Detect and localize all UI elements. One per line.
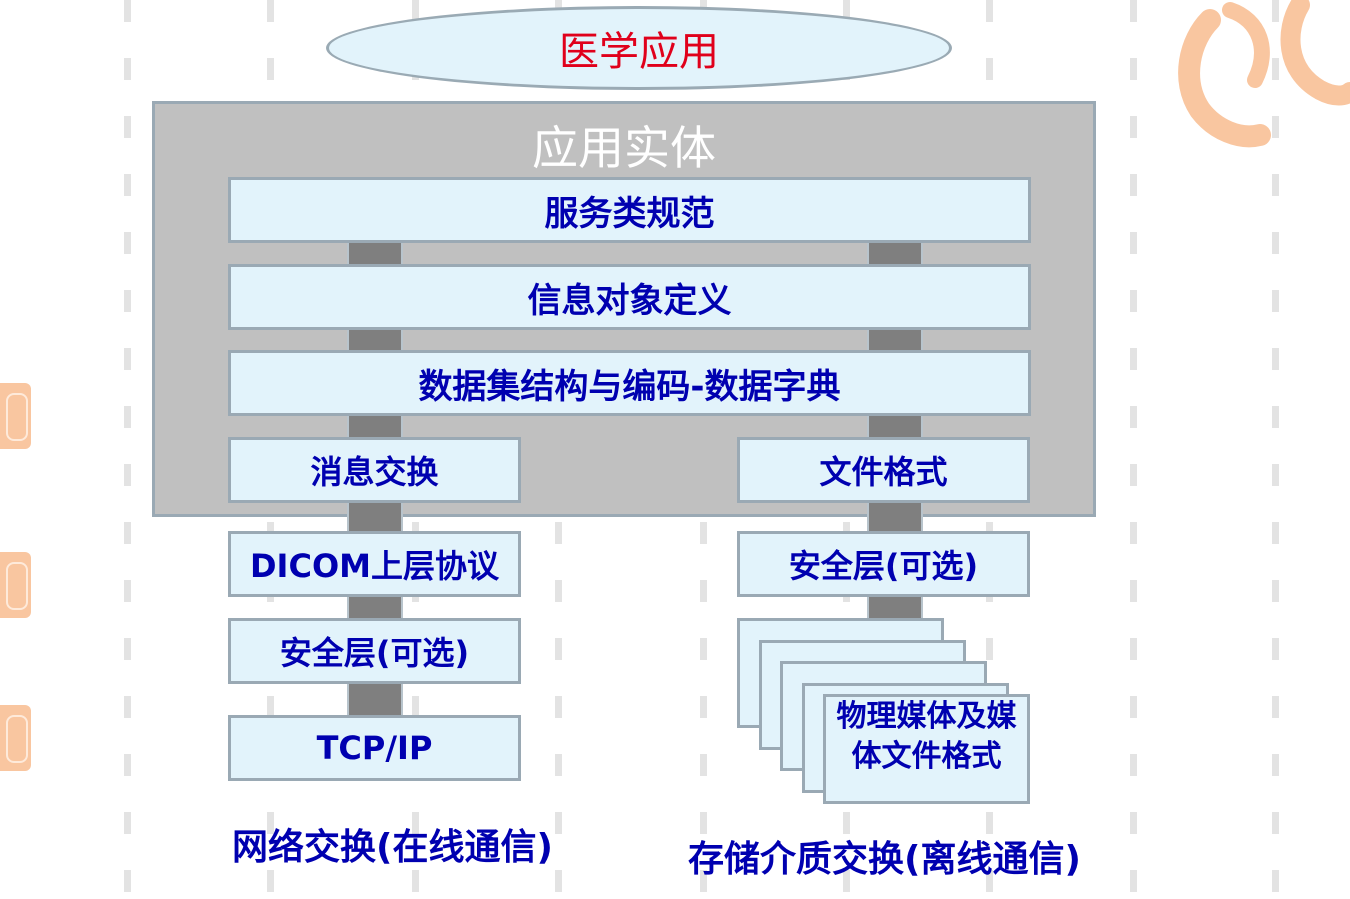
information-object-definition-box: 信息对象定义 — [228, 264, 1031, 330]
physical-media-label: 物理媒体及媒体文件格式 — [836, 699, 1017, 774]
connector — [867, 416, 923, 437]
information-object-definition-label: 信息对象定义 — [527, 280, 732, 321]
network-exchange-caption: 网络交换(在线通信) — [232, 827, 553, 868]
dataset-encoding-label: 数据集结构与编码-数据字典 — [418, 366, 841, 407]
connector — [867, 503, 923, 531]
network-security-layer-box: 安全层(可选) — [228, 618, 521, 684]
dataset-encoding-box: 数据集结构与编码-数据字典 — [228, 350, 1031, 416]
message-exchange-box: 消息交换 — [228, 437, 521, 503]
network-security-layer-label: 安全层(可选) — [279, 634, 470, 672]
message-exchange-label: 消息交换 — [310, 453, 439, 491]
media-exchange-caption: 存储介质交换(离线通信) — [688, 839, 1081, 880]
connector — [867, 597, 923, 618]
background-dash-line — [1272, 0, 1279, 899]
file-format-box: 文件格式 — [737, 437, 1030, 503]
physical-media-box: 物理媒体及媒体文件格式 — [823, 694, 1030, 804]
connector — [347, 243, 403, 264]
connector — [347, 330, 403, 350]
file-format-label: 文件格式 — [819, 453, 948, 491]
connector — [347, 416, 403, 437]
media-security-layer-box: 安全层(可选) — [737, 531, 1030, 597]
tcp-ip-box: TCP/IP — [228, 715, 521, 781]
medical-application-label: 医学应用 — [559, 29, 719, 75]
medical-application-node: 医学应用 — [326, 6, 952, 90]
dicom-upper-layer-label: DICOM上层协议 — [249, 547, 499, 585]
connector — [347, 503, 403, 531]
background-dash-line — [124, 0, 131, 899]
decorative-seal-icon — [0, 552, 31, 618]
connector — [867, 330, 923, 350]
application-entity-title: 应用实体 — [532, 121, 716, 175]
background-dash-line — [1130, 0, 1137, 899]
service-class-box: 服务类规范 — [228, 177, 1031, 243]
service-class-label: 服务类规范 — [544, 193, 715, 234]
connector — [347, 684, 403, 715]
media-security-layer-label: 安全层(可选) — [788, 547, 979, 585]
connector — [347, 597, 403, 618]
dicom-upper-layer-box: DICOM上层协议 — [228, 531, 521, 597]
decorative-seal-icon — [0, 383, 31, 449]
connector — [867, 243, 923, 264]
decorative-seal-icon — [0, 705, 31, 771]
tcp-ip-label: TCP/IP — [316, 729, 433, 767]
brush-calligraphy-icon — [1178, 0, 1350, 148]
